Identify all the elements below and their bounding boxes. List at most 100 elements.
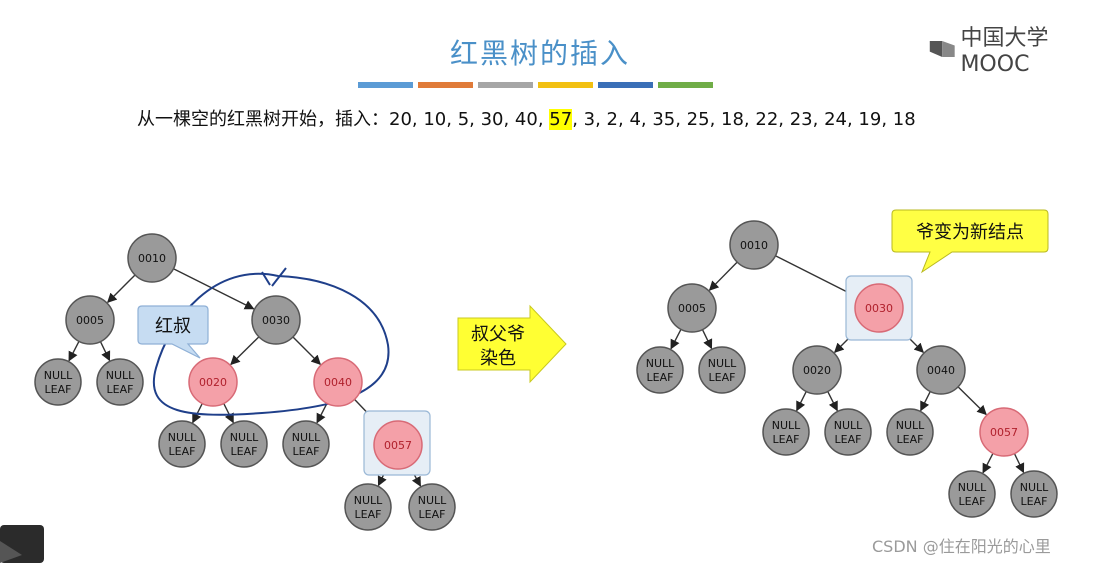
transition-label-line1: 叔父爷 (471, 324, 525, 345)
left-null-leaf-label: NULL (418, 494, 447, 507)
mooc-logo-icon (929, 40, 955, 57)
right-null-leaf-label: LEAF (897, 433, 924, 446)
right-edge (1013, 453, 1025, 474)
right-null-leaf (698, 346, 746, 394)
left-null-leaf-label: NULL (354, 494, 383, 507)
right-null-leaf-label: NULL (896, 419, 925, 432)
color-bar (598, 82, 653, 88)
left-null-leaf-label: LEAF (231, 445, 258, 458)
left-null-leaf-label: NULL (168, 431, 197, 444)
left-node-0005 (65, 295, 115, 345)
left-tree-nodes: 0010 0005 0030 0020 0040 0057 (65, 233, 423, 470)
right-null-leaf-label: LEAF (1021, 495, 1048, 508)
corner-block (0, 525, 44, 563)
right-edge (827, 391, 838, 412)
left-null-leaf (158, 420, 206, 468)
callout-new-node-text: 爷变为新结点 (916, 222, 1024, 243)
left-null-leaf-label: NULL (44, 369, 73, 382)
left-null-leaf-label: LEAF (419, 508, 446, 521)
right-null-leaf-label: NULL (646, 357, 675, 370)
left-null-leaf-label: LEAF (293, 445, 320, 458)
transition-arrow: 叔父爷 染色 (457, 304, 567, 384)
right-null-leaf-label: LEAF (773, 433, 800, 446)
transition-arrow-shape (457, 304, 567, 384)
right-null-leaf (824, 408, 872, 456)
left-node-label: 0020 (199, 376, 227, 389)
left-node-label: 0030 (262, 314, 290, 327)
left-null-leaf (96, 358, 144, 406)
left-null-leaf (282, 420, 330, 468)
right-node-0057 (979, 407, 1029, 457)
left-edge (292, 336, 322, 366)
left-null-leaf (34, 358, 82, 406)
hand-drawn-mark (261, 267, 287, 287)
left-edge (173, 268, 255, 310)
right-null-leaf-label: LEAF (835, 433, 862, 446)
right-node-label: 0005 (678, 302, 706, 315)
callout-red-uncle: 红叔 (137, 305, 209, 359)
right-null-leaf-label: NULL (772, 419, 801, 432)
callout-red-uncle-bubble (137, 305, 209, 359)
right-node-0040 (916, 345, 966, 395)
right-node-label: 0020 (803, 364, 831, 377)
left-null-leaf (408, 483, 456, 531)
right-null-leaf (636, 346, 684, 394)
right-null-leaf-label: LEAF (709, 371, 736, 384)
right-null-leaf-label: LEAF (959, 495, 986, 508)
left-edge (99, 341, 111, 362)
left-null-leaf-label: NULL (292, 431, 321, 444)
watermark: CSDN @住在阳光的心里 (872, 537, 1051, 556)
right-null-leaf (948, 470, 996, 518)
left-null-leaf-label: LEAF (45, 383, 72, 396)
right-edge (775, 255, 858, 298)
left-edge (316, 403, 328, 424)
color-bar (478, 82, 533, 88)
right-null-leaf (1010, 470, 1058, 518)
right-edge (708, 261, 738, 291)
left-edge (223, 403, 234, 424)
callout-new-node-bubble (891, 209, 1049, 274)
mooc-logo: 中国大学MOOC (928, 20, 1100, 77)
sequence-prefix: 从一棵空的红黑树开始，插入：20, 10, 5, 30, 40, (137, 109, 550, 130)
left-node-label: 0057 (384, 439, 412, 452)
right-node-0005 (667, 283, 717, 333)
left-edge (106, 274, 136, 304)
slide-title: 红黑树的插入 (449, 37, 630, 70)
sequence-suffix: , 3, 2, 4, 35, 25, 18, 22, 23, 24, 19, 1… (572, 109, 916, 130)
mooc-logo-text: 中国大学MOOC (960, 26, 1049, 77)
left-null-leaf (344, 483, 392, 531)
right-edge (670, 329, 682, 350)
left-node-label: 0005 (76, 314, 104, 327)
left-null-leaf-label: LEAF (169, 445, 196, 458)
left-node-label: 0010 (138, 252, 166, 265)
left-null-leaf-label: NULL (106, 369, 135, 382)
right-node-label: 0057 (990, 426, 1018, 439)
right-edge (982, 453, 994, 474)
insert-sequence: 从一棵空的红黑树开始，插入：20, 10, 5, 30, 40, 57, 3, … (137, 105, 916, 131)
right-edge (920, 391, 931, 412)
right-edge (957, 386, 987, 416)
left-edge (230, 336, 260, 366)
left-node-label: 0040 (324, 376, 352, 389)
sequence-highlight: 57 (549, 109, 573, 130)
callout-red-uncle-text: 红叔 (155, 316, 191, 337)
right-node-0010 (729, 220, 779, 270)
right-edge (701, 329, 713, 350)
left-null-leaf-label: LEAF (355, 508, 382, 521)
left-null-leaf-label: LEAF (107, 383, 134, 396)
left-node-0030 (251, 295, 301, 345)
left-tree-null-leaves: NULLLEAFNULLLEAFNULLLEAFNULLLEAFNULLLEAF… (34, 358, 456, 531)
left-node-0020 (188, 357, 238, 407)
left-node-0057 (373, 420, 423, 470)
right-node-0030 (854, 283, 904, 333)
left-edge (68, 341, 80, 362)
right-null-leaf-label: NULL (708, 357, 737, 370)
left-null-leaf-label: NULL (230, 431, 259, 444)
right-node-label: 0010 (740, 239, 768, 252)
left-node-0040 (313, 357, 363, 407)
transition-label-line2: 染色 (480, 348, 516, 369)
right-null-leaf-label: LEAF (647, 371, 674, 384)
right-tree-null-leaves: NULLLEAFNULLLEAFNULLLEAFNULLLEAFNULLLEAF… (636, 346, 1058, 518)
